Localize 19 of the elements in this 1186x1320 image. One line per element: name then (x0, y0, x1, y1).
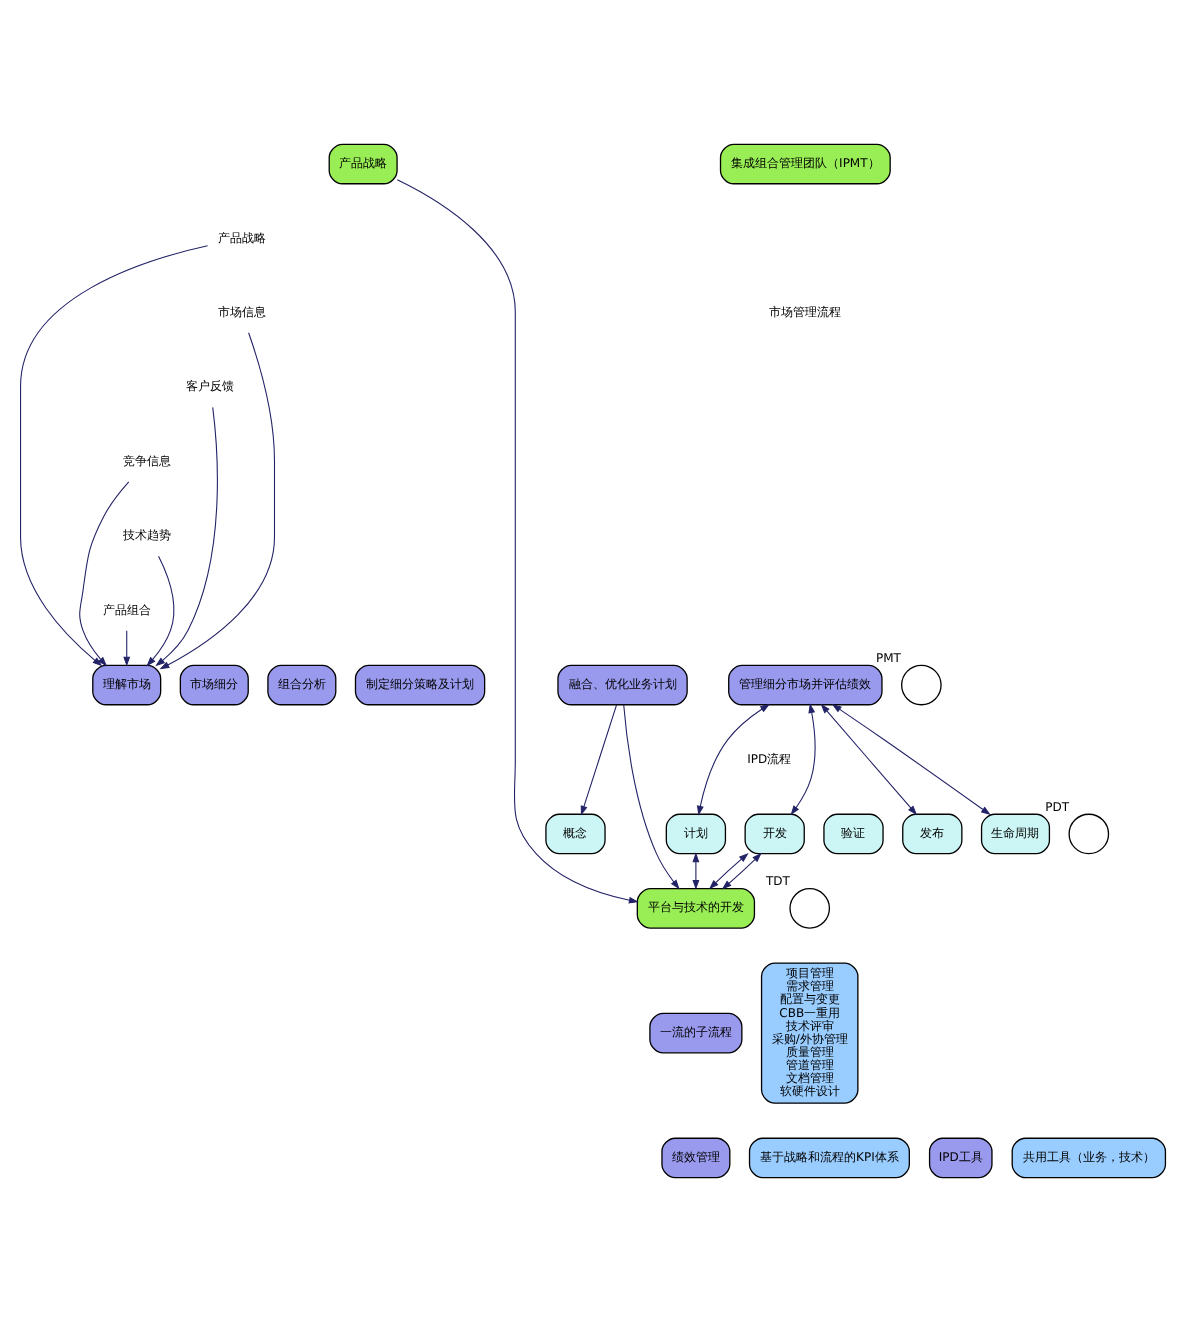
arrow (831, 703, 991, 815)
arrow (623, 703, 680, 889)
arrow (696, 702, 770, 815)
arrow (820, 702, 918, 815)
node-circle (1068, 812, 1110, 854)
arrow (580, 703, 618, 815)
arrow (79, 480, 130, 666)
arrow (20, 244, 209, 666)
arrow (721, 851, 762, 889)
arrow (708, 851, 749, 889)
arrow (396, 178, 639, 903)
arrow (790, 702, 816, 815)
node-circle (901, 663, 942, 705)
arrow (692, 851, 700, 889)
arrow (155, 405, 218, 666)
arrow (159, 331, 276, 669)
arrow (123, 629, 131, 666)
node-circle (789, 887, 831, 928)
arrow (146, 554, 175, 666)
